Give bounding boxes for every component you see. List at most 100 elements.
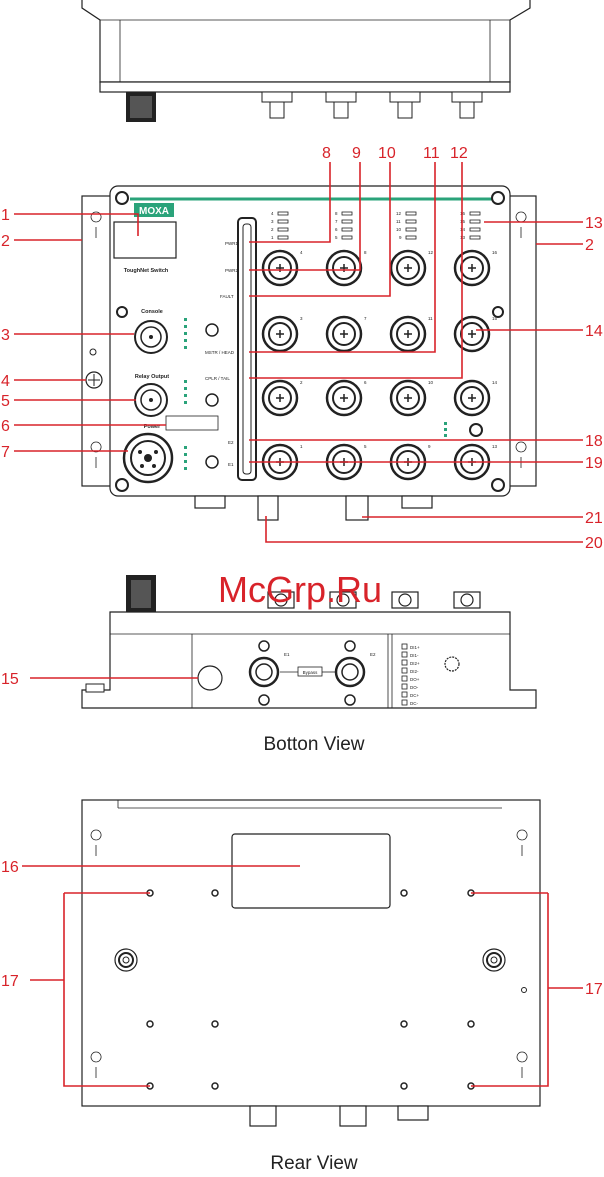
port-number-label: 14: [492, 380, 498, 385]
port-number-label: 9: [428, 444, 431, 449]
port-number-label: 7: [364, 316, 367, 321]
port-number-label: 15: [492, 316, 498, 321]
svg-text:4: 4: [271, 211, 274, 216]
svg-text:DI2-: DI2-: [410, 669, 419, 674]
ethernet-port: 8: [325, 249, 367, 287]
callout-18: 18: [585, 433, 603, 450]
port-number-label: 13: [492, 444, 498, 449]
brand-logo: MOXA: [139, 206, 169, 217]
svg-text:6: 6: [335, 227, 338, 232]
callout-17-left: 17: [1, 973, 19, 990]
console-port: [134, 320, 168, 354]
svg-text:DO-: DO-: [410, 685, 419, 690]
svg-text:9: 9: [399, 235, 402, 240]
callout-9: 9: [352, 145, 361, 162]
callout-6: 6: [1, 418, 10, 435]
svg-text:2: 2: [271, 227, 274, 232]
svg-text:3: 3: [271, 219, 274, 224]
bottom-view: E1 E2 Bypass DI1+DI1- DI2+DI2- DO+DO- DC…: [81, 575, 537, 709]
port-number-label: 1: [300, 444, 303, 449]
callout-15: 15: [1, 671, 19, 688]
svg-text:DC+: DC+: [410, 693, 419, 698]
svg-text:DO+: DO+: [410, 677, 420, 682]
port-number-label: 5: [364, 444, 367, 449]
callout-11: 11: [423, 145, 440, 162]
callout-19: 19: [585, 455, 603, 472]
ethernet-port: 3: [261, 315, 303, 353]
callout-10: 10: [378, 145, 396, 162]
pwr1-label: PWR1: [225, 241, 238, 246]
watermark-text: McGrp.Ru: [218, 569, 382, 610]
callout-1: 1: [1, 207, 10, 224]
svg-text:DI1+: DI1+: [410, 645, 420, 650]
bypass-label: Bypass: [303, 670, 319, 675]
port-number-label: 10: [428, 380, 434, 385]
callout-12: 12: [450, 145, 468, 162]
rotary-switches: [205, 323, 219, 469]
rear-view: [81, 799, 541, 1127]
mstr-label: MSTR / HEAD: [205, 350, 235, 355]
e2-label: E2: [228, 440, 234, 445]
callout-21: 21: [585, 510, 603, 527]
ethernet-port: 7: [325, 315, 367, 353]
port-number-label: 3: [300, 316, 303, 321]
callout-4: 4: [1, 373, 10, 390]
power-port: [122, 432, 174, 484]
product-label: ToughNet Switch: [124, 268, 169, 274]
callout-2-left: 2: [1, 233, 10, 250]
relay-port: [134, 383, 168, 417]
svg-text:7: 7: [335, 219, 338, 224]
bottom-e1-label: E1: [284, 652, 290, 657]
callout-8: 8: [322, 145, 331, 162]
console-label: Console: [141, 309, 163, 315]
ethernet-port: 14: [453, 379, 498, 417]
ethernet-port: 15: [453, 315, 498, 353]
port-number-label: 11: [428, 316, 433, 321]
port-number-label: 4: [300, 250, 303, 255]
callout-14: 14: [585, 323, 603, 340]
svg-text:10: 10: [396, 227, 402, 232]
pwr2-label: PWR2: [225, 268, 238, 273]
ethernet-port: 10: [389, 379, 434, 417]
ethernet-port: 16: [453, 249, 498, 287]
svg-text:5: 5: [335, 235, 338, 240]
ethernet-port: 6: [325, 379, 367, 417]
callout-13: 13: [585, 215, 603, 232]
port-number-label: 6: [364, 380, 367, 385]
callout-leaders: [14, 162, 583, 1087]
callout-20: 20: [585, 535, 603, 552]
bottom-view-caption: Botton View: [263, 734, 364, 755]
port-number-label: 8: [364, 250, 367, 255]
callout-2-right: 2: [585, 237, 594, 254]
svg-text:11: 11: [396, 219, 401, 224]
rear-view-caption: Rear View: [270, 1153, 358, 1174]
callout-17-right: 17: [585, 981, 603, 998]
e1-label: E1: [228, 462, 234, 467]
front-view: MOXA ToughNet Switch Console Relay Outpu…: [81, 185, 537, 521]
port-number-label: 12: [428, 250, 434, 255]
callout-5: 5: [1, 393, 10, 410]
relay-label: Relay Output: [135, 374, 169, 380]
fault-label: FAULT: [220, 294, 234, 299]
top-view: [81, 0, 531, 122]
svg-text:8: 8: [335, 211, 338, 216]
port-number-label: 16: [492, 250, 498, 255]
power-label: Power: [144, 424, 161, 430]
callout-16: 16: [1, 859, 19, 876]
callout-numbers: 1 2 3 4 5 6 7 8 9 10 11 12 13 2 14 18 19…: [1, 145, 603, 998]
cplr-label: CPLR / TAIL: [205, 376, 230, 381]
ethernet-port: 4: [261, 249, 303, 287]
bottom-e2-label: E2: [370, 652, 376, 657]
svg-text:DC-: DC-: [410, 701, 418, 706]
svg-text:DI1-: DI1-: [410, 653, 419, 658]
port-number-label: 2: [300, 380, 303, 385]
callout-7: 7: [1, 444, 10, 461]
svg-text:1: 1: [271, 235, 274, 240]
ethernet-port: 11: [389, 315, 433, 353]
svg-text:12: 12: [396, 211, 402, 216]
ethernet-port: 12: [389, 249, 434, 287]
ethernet-port: 2: [261, 379, 303, 417]
